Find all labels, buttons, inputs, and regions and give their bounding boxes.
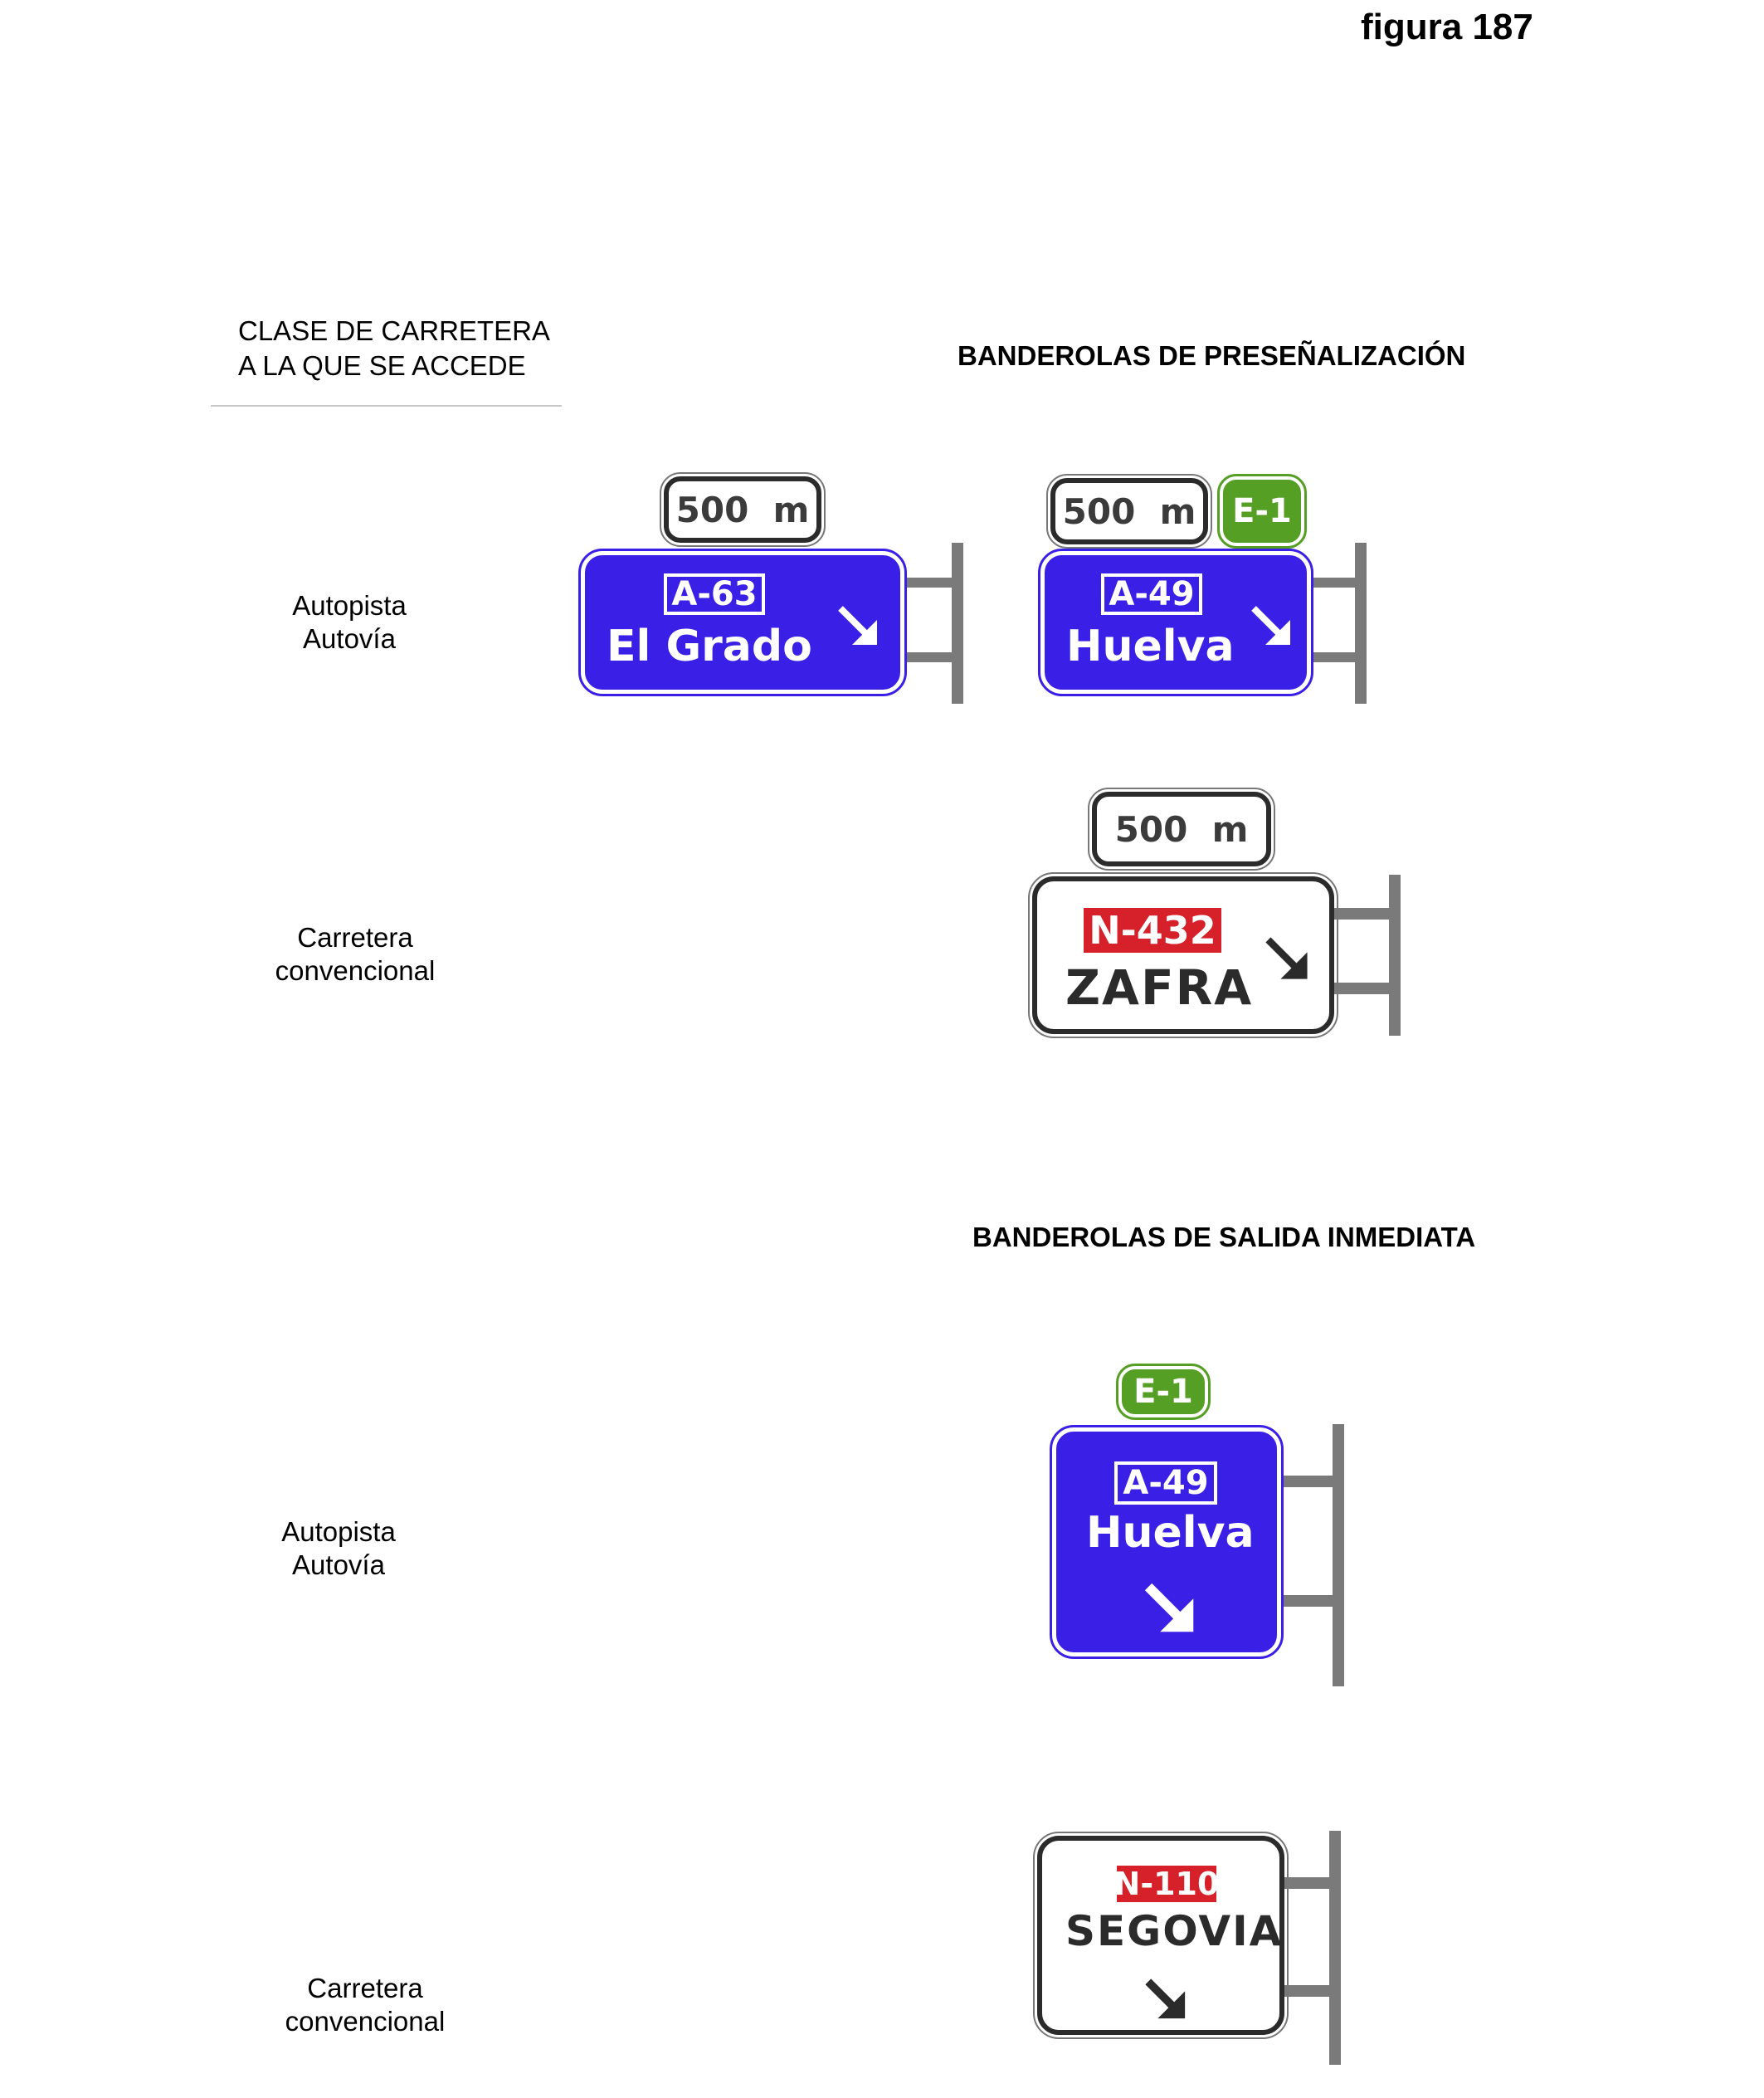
sign-segovia: N-110 SEGOVIA — [1026, 1826, 1357, 2075]
arrow-down-right-icon — [838, 606, 877, 645]
destination-name: Huelva — [1066, 622, 1235, 671]
distance-plate: 500 m — [660, 472, 826, 547]
sign-panel: N-110 SEGOVIA — [1033, 1832, 1289, 2039]
sign-pole — [952, 543, 963, 704]
sign-huelva-pre: 500 m E-1 A-49 Huelva — [1037, 471, 1386, 712]
sign-arm — [1311, 652, 1357, 662]
arrow-down-right-icon — [1144, 1583, 1194, 1632]
column-header-line1: CLASE DE CARRETERA — [238, 315, 550, 346]
column-header-line2: A LA QUE SE ACCEDE — [238, 350, 526, 381]
distance-plate: 500 m — [1088, 788, 1275, 871]
sign-arm — [904, 578, 954, 588]
distance-plate: 500 m — [1046, 474, 1212, 549]
arrow-down-right-icon — [1251, 606, 1290, 645]
sign-panel: N-432 ZAFRA — [1028, 872, 1338, 1038]
sign-pole — [1329, 1831, 1341, 2065]
row-label-line1: Carretera — [307, 1973, 423, 2003]
arrow-down-right-icon — [1145, 1978, 1186, 2019]
row-label-autopista-2: Autopista Autovía — [214, 1515, 463, 1582]
sign-arm — [1284, 1985, 1331, 1997]
route-number-box: A-49 — [1101, 573, 1202, 615]
route-number-box: N-432 — [1084, 908, 1221, 953]
row-label-line2: Autovía — [303, 623, 396, 654]
euro-route-plate: E-1 — [1116, 1364, 1211, 1420]
section-title-preseñalizacion: BANDEROLAS DE PRESEÑALIZACIÓN — [958, 340, 1466, 371]
sign-el-grado: 500 m A-63 El Grado — [573, 471, 971, 712]
row-label-line2: Autovía — [292, 1549, 385, 1580]
destination-name: ZAFRA — [1065, 959, 1254, 1016]
sign-arm — [1284, 1877, 1331, 1889]
column-header-divider — [211, 405, 562, 407]
sign-arm — [1281, 1476, 1334, 1487]
sign-pole — [1389, 875, 1401, 1036]
row-label-line1: Carretera — [297, 922, 413, 953]
route-number-box: N-110 — [1113, 1866, 1220, 1902]
sign-panel: A-49 Huelva — [1038, 549, 1313, 696]
sign-panel: A-63 El Grado — [578, 549, 907, 696]
route-number-box: A-63 — [664, 573, 765, 615]
section-title-salida-inmediata: BANDEROLAS DE SALIDA INMEDIATA — [972, 1222, 1476, 1252]
route-number-box: A-49 — [1114, 1461, 1217, 1505]
sign-pole — [1355, 543, 1367, 704]
row-label-line1: Autopista — [292, 590, 407, 621]
arrow-down-right-icon — [1265, 937, 1308, 979]
sign-huelva-exit: E-1 A-49 Huelva — [1045, 1361, 1361, 1693]
sign-arm — [1334, 908, 1391, 920]
row-label-convencional-2: Carretera convencional — [241, 1972, 490, 2038]
sign-arm — [1311, 578, 1357, 588]
column-header: CLASE DE CARRETERA A LA QUE SE ACCEDE — [238, 314, 550, 383]
sign-arm — [904, 652, 954, 662]
row-label-line2: convencional — [285, 2006, 446, 2037]
row-label-autopista-1: Autopista Autovía — [225, 589, 474, 656]
sign-arm — [1334, 983, 1391, 994]
destination-name: Huelva — [1086, 1508, 1255, 1558]
sign-panel: A-49 Huelva — [1050, 1425, 1284, 1659]
row-label-convencional-1: Carretera convencional — [231, 921, 480, 988]
sign-pole — [1333, 1424, 1344, 1686]
sign-zafra: 500 m N-432 ZAFRA — [1026, 783, 1407, 1049]
row-label-line2: convencional — [275, 955, 436, 986]
sign-arm — [1281, 1595, 1334, 1607]
figure-label: figura 187 — [1361, 7, 1533, 47]
row-label-line1: Autopista — [281, 1516, 396, 1547]
euro-route-plate: E-1 — [1217, 474, 1307, 549]
destination-name: El Grado — [607, 622, 812, 671]
destination-name: SEGOVIA — [1065, 1907, 1284, 1955]
